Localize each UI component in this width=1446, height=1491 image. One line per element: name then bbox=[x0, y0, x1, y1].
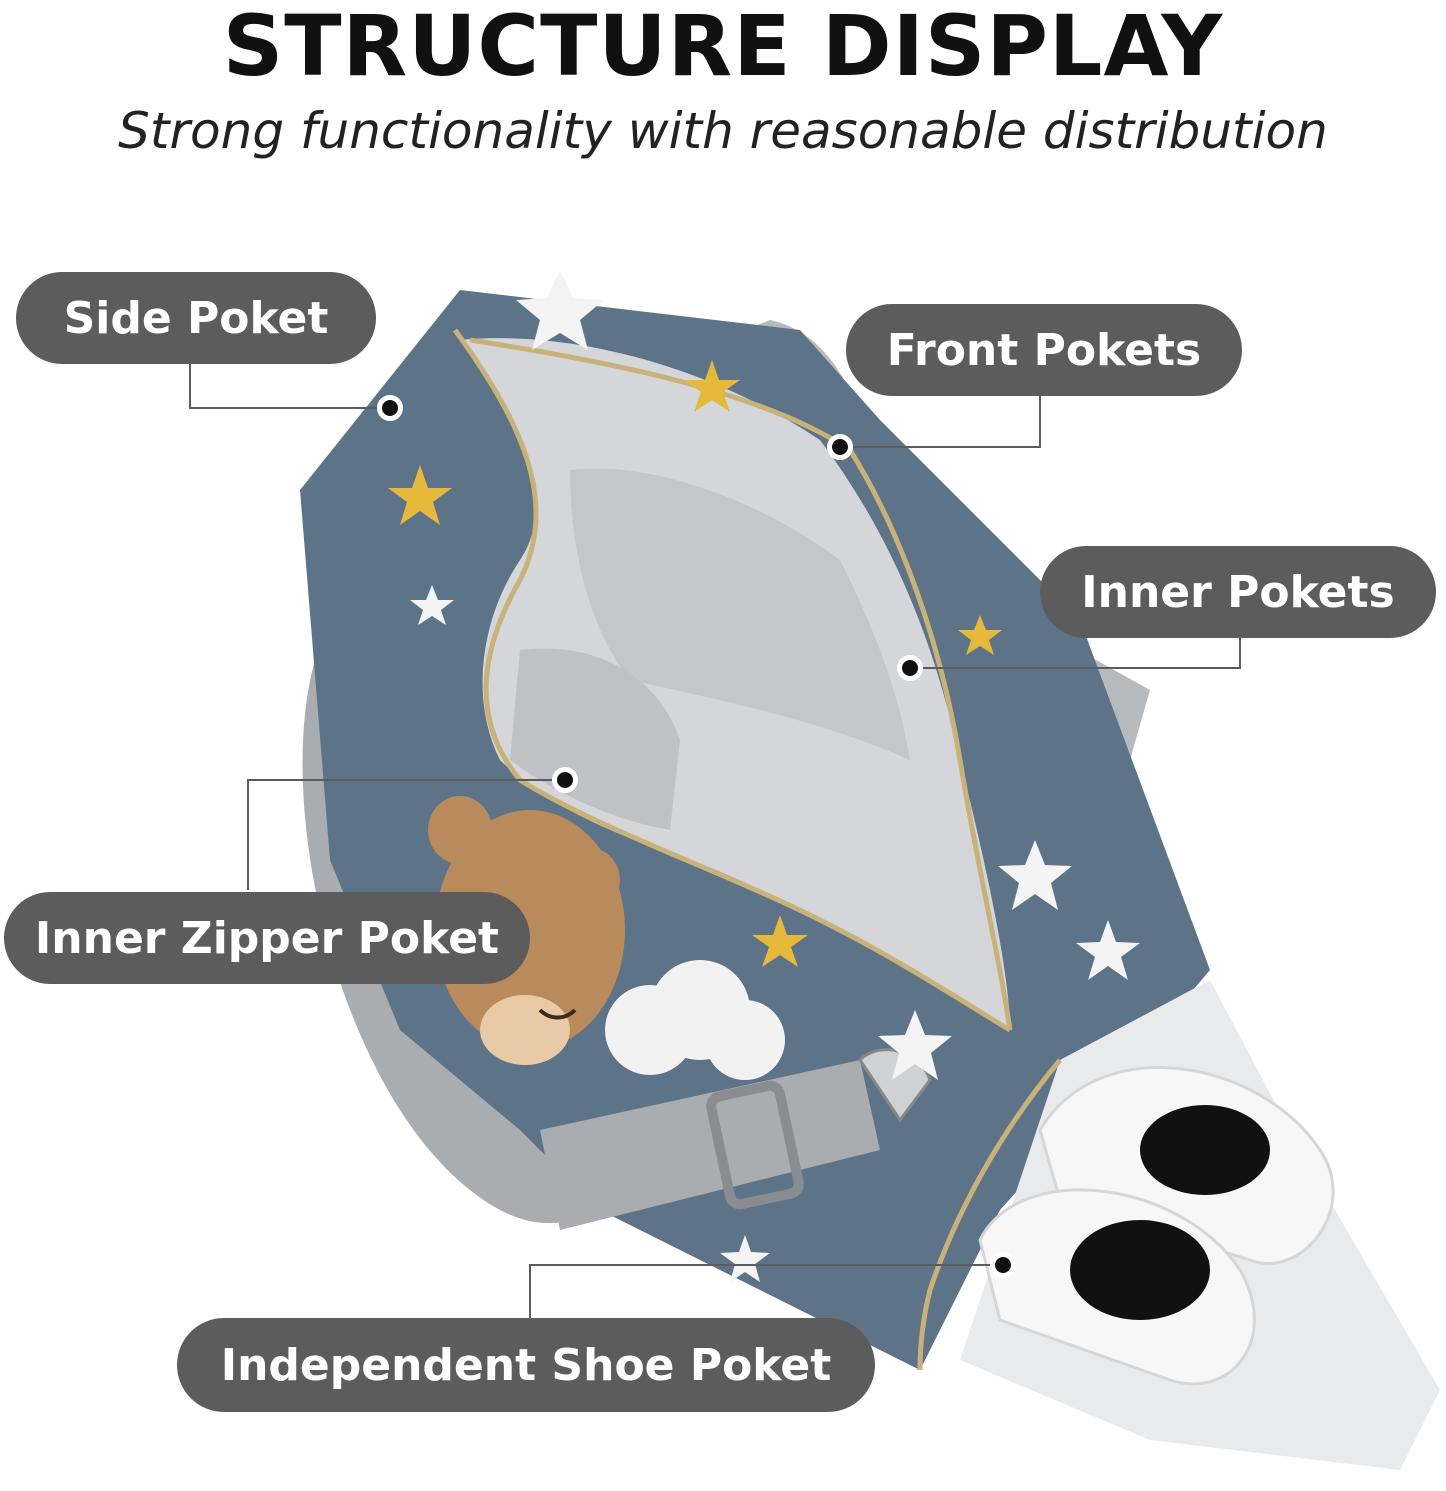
page-subtitle: Strong functionality with reasonable dis… bbox=[118, 102, 1328, 160]
shoe-pocket-marker bbox=[990, 1252, 1016, 1278]
callout-front-pockets: Front Pokets bbox=[846, 304, 1242, 396]
inner-pocket bbox=[570, 468, 910, 760]
shoe-opening bbox=[1140, 1105, 1270, 1195]
bear-ear-right bbox=[560, 848, 620, 912]
callout-inner-pockets: Inner Pokets bbox=[1040, 546, 1436, 638]
cloud bbox=[605, 960, 785, 1080]
zipper-right bbox=[469, 337, 1013, 1031]
callout-shoe-pocket: Independent Shoe Poket bbox=[177, 1318, 875, 1412]
shoe-pocket-zipper bbox=[917, 1058, 1062, 1371]
page-title: STRUCTURE DISPLAY bbox=[222, 0, 1224, 95]
white-stars bbox=[410, 270, 1140, 1282]
shoe-opening bbox=[1070, 1220, 1210, 1320]
inner-pockets-marker bbox=[897, 655, 923, 681]
strap-buckle bbox=[706, 1080, 804, 1210]
leader-lines bbox=[189, 360, 1241, 1320]
bear-snout bbox=[480, 995, 570, 1065]
callout-side-pocket: Side Poket bbox=[16, 272, 376, 364]
side-pocket-marker bbox=[377, 395, 403, 421]
cross-strap bbox=[540, 1060, 880, 1230]
bear-eye bbox=[538, 1008, 577, 1020]
callout-inner-zipper-pocket: Inner Zipper Poket bbox=[4, 892, 530, 984]
gold-stars bbox=[388, 360, 1002, 967]
bear-ear-left bbox=[428, 796, 492, 864]
front-pockets-marker bbox=[827, 434, 853, 460]
inner-zipper-pocket-marker bbox=[552, 767, 578, 793]
